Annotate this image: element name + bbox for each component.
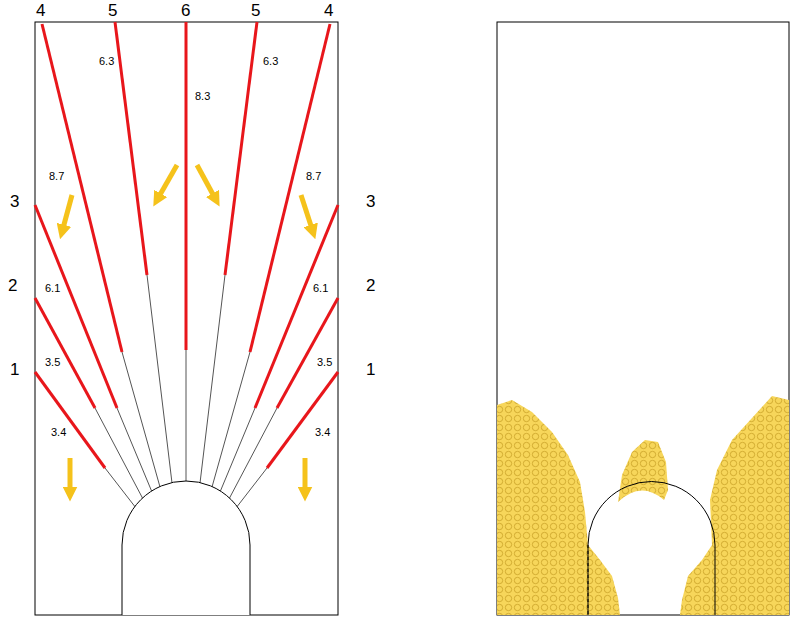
hole-number: 1 bbox=[366, 361, 375, 378]
charge-length: 8.7 bbox=[305, 170, 322, 183]
charge-length: 3.4 bbox=[314, 426, 331, 439]
tunnel-wall-dashed bbox=[588, 545, 589, 615]
charge-length: 6.1 bbox=[312, 282, 329, 295]
hole-number: 4 bbox=[324, 2, 333, 19]
rock-boundary bbox=[35, 22, 338, 615]
hole-number: 2 bbox=[8, 277, 17, 294]
hole-number: 6 bbox=[181, 2, 190, 19]
movement-arrow bbox=[62, 165, 313, 494]
rock-boundary bbox=[497, 22, 789, 615]
charge-length: 6.3 bbox=[98, 55, 115, 68]
blasted-rock bbox=[497, 396, 789, 615]
tunnel-profile bbox=[588, 481, 715, 615]
charge-length: 3.4 bbox=[50, 426, 67, 439]
tunnel-profile bbox=[122, 481, 250, 615]
charge-length: 3.5 bbox=[316, 356, 333, 369]
charge-length: 8.7 bbox=[48, 170, 65, 183]
charge-length: 8.3 bbox=[194, 90, 211, 103]
hole-number: 3 bbox=[366, 193, 375, 210]
hole-number: 3 bbox=[10, 193, 19, 210]
charge-length: 6.1 bbox=[44, 282, 61, 295]
charged-hole bbox=[35, 22, 338, 468]
charge-length: 6.3 bbox=[262, 55, 279, 68]
hole-number: 4 bbox=[36, 2, 45, 19]
hole-number: 5 bbox=[251, 2, 260, 19]
hole-number: 5 bbox=[108, 2, 117, 19]
charge-length: 3.5 bbox=[44, 356, 61, 369]
hole-number: 2 bbox=[366, 277, 375, 294]
hole-number: 1 bbox=[10, 361, 19, 378]
